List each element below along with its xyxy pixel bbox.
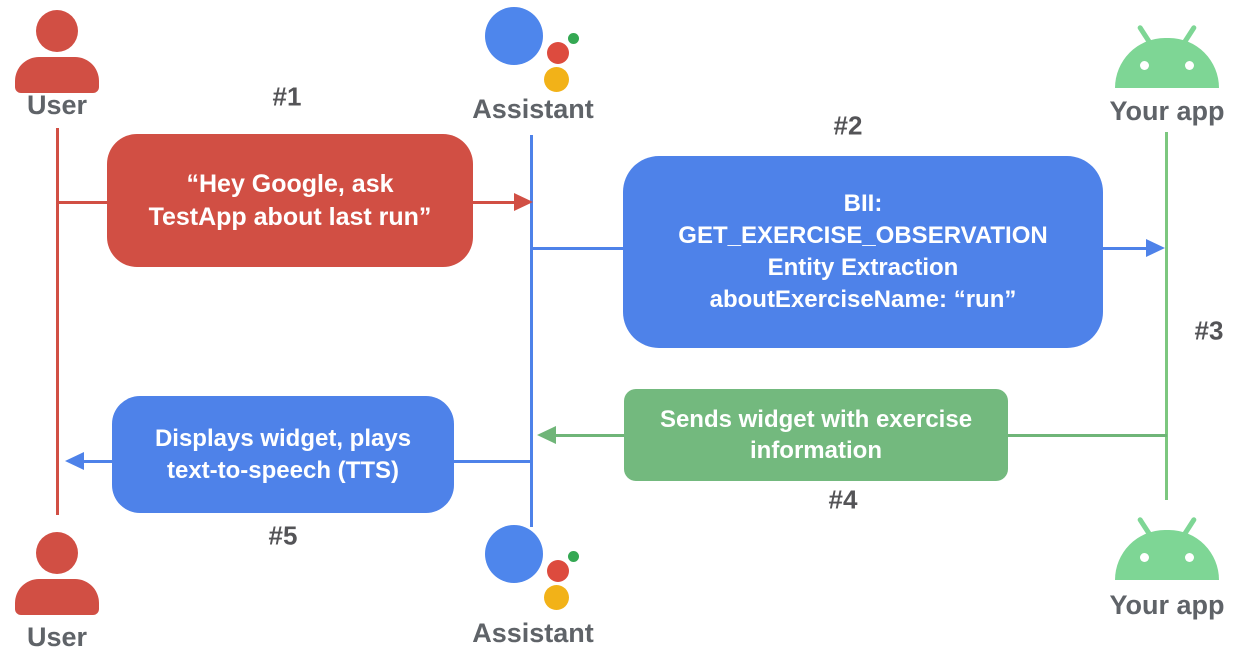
message-5-arrowhead-icon (65, 452, 84, 470)
android-head (1115, 38, 1219, 88)
message-2-box: BII: GET_EXERCISE_OBSERVATION Entity Ext… (623, 156, 1103, 348)
step-1-label: #1 (272, 81, 302, 112)
assistant-logo-icon (485, 6, 595, 92)
assistant-lifeline (530, 135, 533, 527)
android-eye-left (1140, 553, 1149, 562)
assistant-red-circle (547, 560, 569, 582)
step-4-label: #4 (828, 484, 858, 515)
user-icon-head (36, 532, 78, 574)
assistant-yellow-circle (544, 67, 569, 92)
user-icon (15, 532, 99, 615)
message-2-text: BII: GET_EXERCISE_OBSERVATION Entity Ext… (678, 190, 1048, 313)
user-lifeline (56, 128, 59, 515)
user-icon-body (15, 579, 99, 615)
message-5-text: Displays widget, plays text-to-speech (T… (154, 424, 412, 484)
assistant-green-circle (568, 551, 579, 562)
app-top-label: Your app (1109, 96, 1225, 126)
android-head (1115, 530, 1219, 580)
assistant-blue-circle (485, 7, 543, 65)
message-2-arrowhead-icon (1146, 239, 1165, 257)
user-icon-body (15, 57, 99, 93)
message-4-box: Sends widget with exercise information (624, 389, 1008, 481)
assistant-blue-circle (485, 525, 543, 583)
assistant-top-label: Assistant (472, 94, 594, 124)
message-1-text: “Hey Google, ask TestApp about last run” (148, 169, 432, 231)
android-eye-right (1185, 553, 1194, 562)
step-3-label: #3 (1194, 315, 1224, 346)
app-lifeline (1165, 132, 1168, 500)
step-5-label: #5 (268, 520, 298, 551)
assistant-yellow-circle (544, 585, 569, 610)
step-2-label: #2 (833, 110, 863, 141)
android-icon (1115, 516, 1219, 580)
app-bottom-label: Your app (1109, 590, 1225, 620)
message-4-text: Sends widget with exercise information (659, 406, 973, 464)
user-icon-head (36, 10, 78, 52)
message-1-box: “Hey Google, ask TestApp about last run” (107, 134, 473, 267)
assistant-logo-icon (485, 524, 595, 610)
message-5-box: Displays widget, plays text-to-speech (T… (112, 396, 454, 513)
android-icon (1115, 24, 1219, 88)
assistant-green-circle (568, 33, 579, 44)
message-4-arrowhead-icon (537, 426, 556, 444)
user-bottom-label: User (26, 622, 88, 652)
assistant-red-circle (547, 42, 569, 64)
user-icon (15, 10, 99, 93)
android-eye-right (1185, 61, 1194, 70)
assistant-bottom-label: Assistant (472, 618, 594, 648)
android-eye-left (1140, 61, 1149, 70)
message-1-arrowhead-icon (514, 193, 533, 211)
user-top-label: User (26, 90, 88, 120)
